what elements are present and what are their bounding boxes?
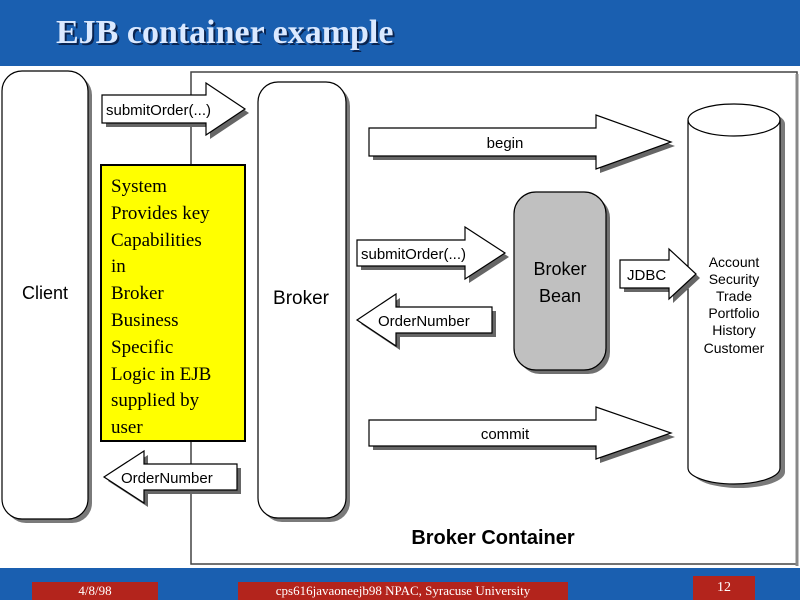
client-submit-label: submitOrder(...) <box>106 102 211 119</box>
bean-ordernumber-label: OrderNumber <box>378 313 470 330</box>
client-box <box>1 70 89 520</box>
note-line: in <box>111 256 126 278</box>
footer-bar: 4/8/98 cps616javaoneejb98 NPAC, Syracuse… <box>0 568 800 600</box>
broker-container-label: Broker Container <box>411 527 575 549</box>
broker-bean-label-line1: Broker <box>533 259 586 279</box>
title-bar: EJB container example <box>0 0 800 66</box>
note-line: Business <box>111 309 179 331</box>
footer-course: cps616javaoneejb98 NPAC, Syracuse Univer… <box>238 582 568 600</box>
broker-bean-label-line2: Bean <box>539 286 581 306</box>
commit-arrow: commit <box>368 406 675 463</box>
database-items: Account Security Trade Portfolio History… <box>704 254 765 356</box>
client-submit-arrow: submitOrder(...) <box>101 81 249 139</box>
commit-label: commit <box>481 426 530 443</box>
database-item: History <box>712 322 756 338</box>
footer-date: 4/8/98 <box>32 582 158 600</box>
database-item: Trade <box>716 288 752 304</box>
client-ordernumber-arrow: OrderNumber <box>102 449 241 507</box>
database-cylinder <box>687 103 781 485</box>
note-line: Capabilities <box>111 229 202 251</box>
slide-title: EJB container example <box>56 14 394 51</box>
bean-submit-arrow: submitOrder(...) <box>356 225 509 283</box>
jdbc-label: JDBC <box>627 267 666 284</box>
diagram-svg: Client Broker Broker Bean Account Securi… <box>1 70 799 566</box>
note-line: user <box>111 417 143 439</box>
database-item: Customer <box>704 340 765 356</box>
bean-submit-label: submitOrder(...) <box>361 246 466 263</box>
broker-bean-box <box>513 191 607 371</box>
note-line: supplied by <box>111 390 200 412</box>
client-label: Client <box>22 283 68 303</box>
begin-label: begin <box>487 135 524 152</box>
client-ordernumber-label: OrderNumber <box>121 470 213 487</box>
bean-ordernumber-arrow: OrderNumber <box>355 292 496 350</box>
note-line: Broker <box>111 283 164 305</box>
note-line: Logic in EJB <box>111 363 212 385</box>
jdbc-arrow: JDBC <box>619 247 700 303</box>
broker-box <box>257 81 347 519</box>
broker-label: Broker <box>273 288 330 309</box>
database-item: Portfolio <box>708 305 760 321</box>
database-item: Security <box>709 271 760 287</box>
begin-arrow: begin <box>368 114 675 173</box>
note-line: Provides key <box>111 202 210 224</box>
system-note: System Provides key Capabilities in Brok… <box>100 164 246 442</box>
database-item: Account <box>709 254 760 270</box>
note-line: System <box>111 176 167 197</box>
footer-page-number: 12 <box>693 576 755 600</box>
diagram-canvas: Client Broker Broker Bean Account Securi… <box>0 66 800 568</box>
note-line: Specific <box>111 336 174 358</box>
database-top-rim <box>687 119 781 137</box>
